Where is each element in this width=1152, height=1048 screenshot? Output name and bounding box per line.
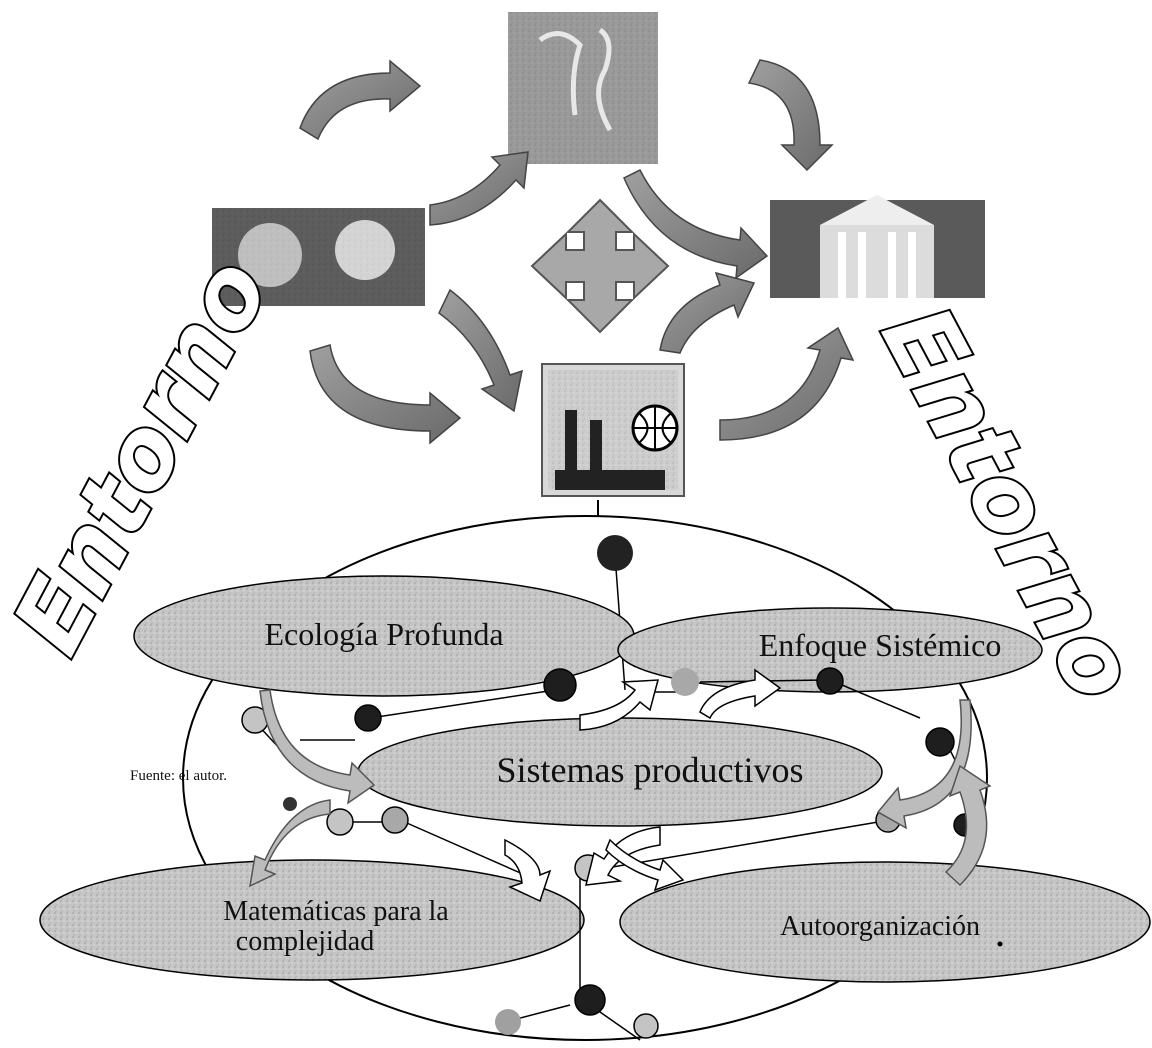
cycle-arrows (299, 59, 855, 445)
node-dark (283, 797, 297, 811)
loop-arrows (249, 689, 992, 888)
label-sistemas-productivos: Sistemas productivos (497, 750, 804, 790)
source-caption: Fuente: el autor. (130, 768, 228, 784)
node-light (633, 1013, 659, 1039)
label-enfoque-sistemico: Enfoque Sistémico (759, 627, 1002, 663)
image-top-flamingos (508, 12, 658, 164)
node-dark (997, 941, 1003, 947)
node-dark (574, 984, 606, 1016)
image-bottom-factory-globe (541, 363, 685, 497)
label-matematicas-line1: Matemáticas para la (223, 896, 449, 927)
label-autoorganizacion: Autoorganización (780, 911, 980, 942)
node-light (326, 808, 354, 836)
label-ecologia-profunda: Ecología Profunda (264, 616, 503, 652)
node-light (671, 668, 699, 696)
node-dark (597, 535, 633, 571)
node-dark (925, 727, 955, 757)
node-dark (354, 704, 382, 732)
outer-system-ellipse (182, 515, 988, 1041)
image-right-building (770, 195, 985, 298)
four-way-arrow-icon (530, 198, 670, 334)
node-light (495, 1009, 521, 1035)
node-dark (543, 668, 577, 702)
ellipse-matematicas (39, 859, 585, 981)
image-left-people (212, 208, 425, 306)
ellipse-autoorganizacion (619, 861, 1151, 983)
flow-arrows (504, 668, 782, 903)
label-matematicas-line2: complejidad (236, 926, 374, 957)
node-light (381, 806, 409, 834)
node-dark (816, 667, 844, 695)
